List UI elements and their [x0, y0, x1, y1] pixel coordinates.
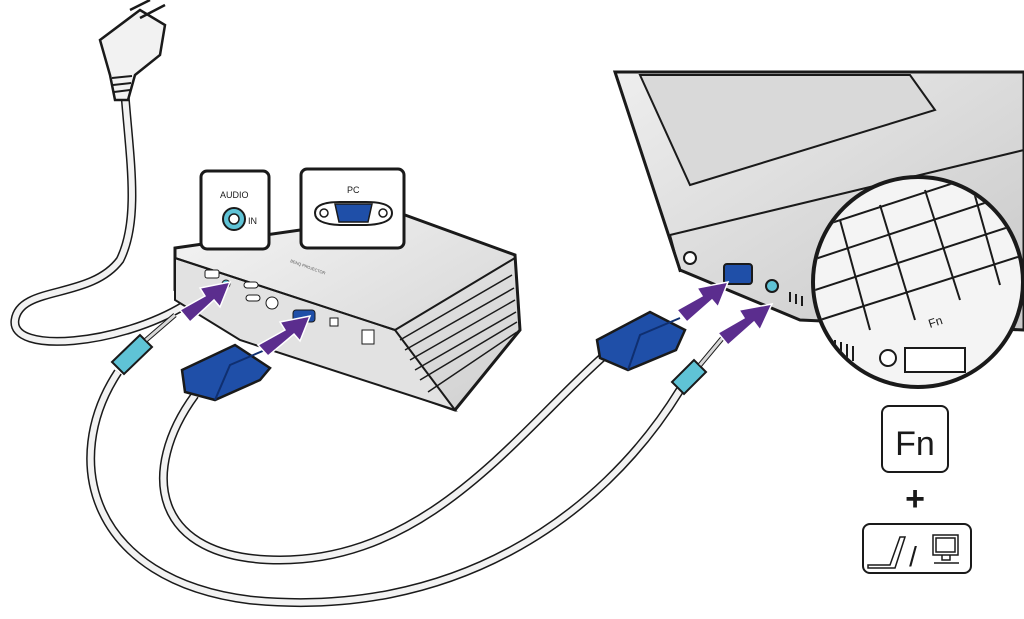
display-key-slash: /	[909, 541, 917, 572]
projector: BENQ PROJECTOR	[173, 213, 522, 412]
laptop-display-icon	[867, 536, 907, 569]
vga-port-icon	[313, 201, 394, 226]
audio-in-callout: AUDIO IN	[199, 169, 271, 251]
audio-plug-left	[110, 313, 177, 376]
pc-label: PC	[347, 185, 360, 195]
display-switch-key: /	[862, 523, 972, 574]
monitor-icon	[932, 534, 959, 564]
audio-plug-right	[670, 333, 727, 396]
vga-plug-right	[595, 310, 687, 372]
audio-label: AUDIO	[220, 190, 249, 200]
fn-key: Fn	[881, 405, 949, 473]
power-plug-icon	[98, 0, 167, 102]
fn-key-label: Fn	[895, 425, 935, 463]
insert-arrow-icon	[178, 280, 774, 358]
pc-callout: PC	[299, 167, 406, 250]
audio-jack-icon	[222, 207, 246, 231]
vga-plug-left	[180, 343, 272, 402]
vga-cable	[159, 351, 608, 565]
laptop: Fn	[612, 70, 1024, 389]
audio-cable	[86, 369, 684, 608]
power-cable	[10, 94, 188, 346]
svg-text:Fn: Fn	[927, 313, 945, 331]
plus-sign: +	[905, 480, 925, 518]
audio-in-label: IN	[248, 216, 257, 226]
